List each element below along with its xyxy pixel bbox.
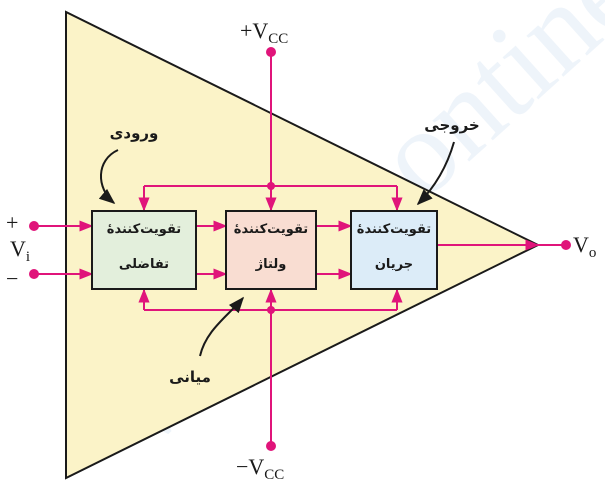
vcc-positive-label: +VCC [240, 18, 288, 47]
non-inverting-input-terminal [29, 221, 39, 231]
voltage-block-line1: تقویت‌کنندهٔ [234, 222, 308, 237]
output-terminal [561, 240, 571, 250]
differential-block-line1: تقویت‌کنندهٔ [107, 222, 181, 237]
annotation-pointers [98, 141, 455, 357]
vcc-positive-terminal [266, 47, 276, 57]
vcc-negative-terminal [266, 441, 276, 451]
current-block-line2: جریان [375, 257, 413, 272]
differential-block-line2: تفاضلی [119, 257, 169, 272]
vcc-negative-label: −VCC [236, 454, 284, 483]
voltage-block-line2: ولتاژ [255, 257, 287, 272]
voltage-amplifier-block: تقویت‌کنندهٔ ولتاژ [225, 210, 317, 290]
input-vi-label: Vi [10, 236, 30, 265]
middle-stage-note: میانی [169, 368, 211, 386]
input-stage-note: ورودی [110, 124, 159, 142]
output-stage-note: خروجی [424, 116, 479, 134]
current-amplifier-block: تقویت‌کنندهٔ جریان [350, 210, 438, 290]
output-vo-label: Vo [573, 232, 596, 261]
supply-rails [138, 52, 403, 446]
differential-amplifier-block: تقویت‌کنندهٔ تفاضلی [91, 210, 197, 290]
inverting-input-terminal [29, 269, 39, 279]
input-plus-sign: + [6, 210, 18, 235]
bottom-bus-junction [267, 306, 275, 314]
top-bus-junction [267, 182, 275, 190]
input-minus-sign: − [6, 266, 18, 291]
current-block-line1: تقویت‌کنندهٔ [357, 222, 431, 237]
